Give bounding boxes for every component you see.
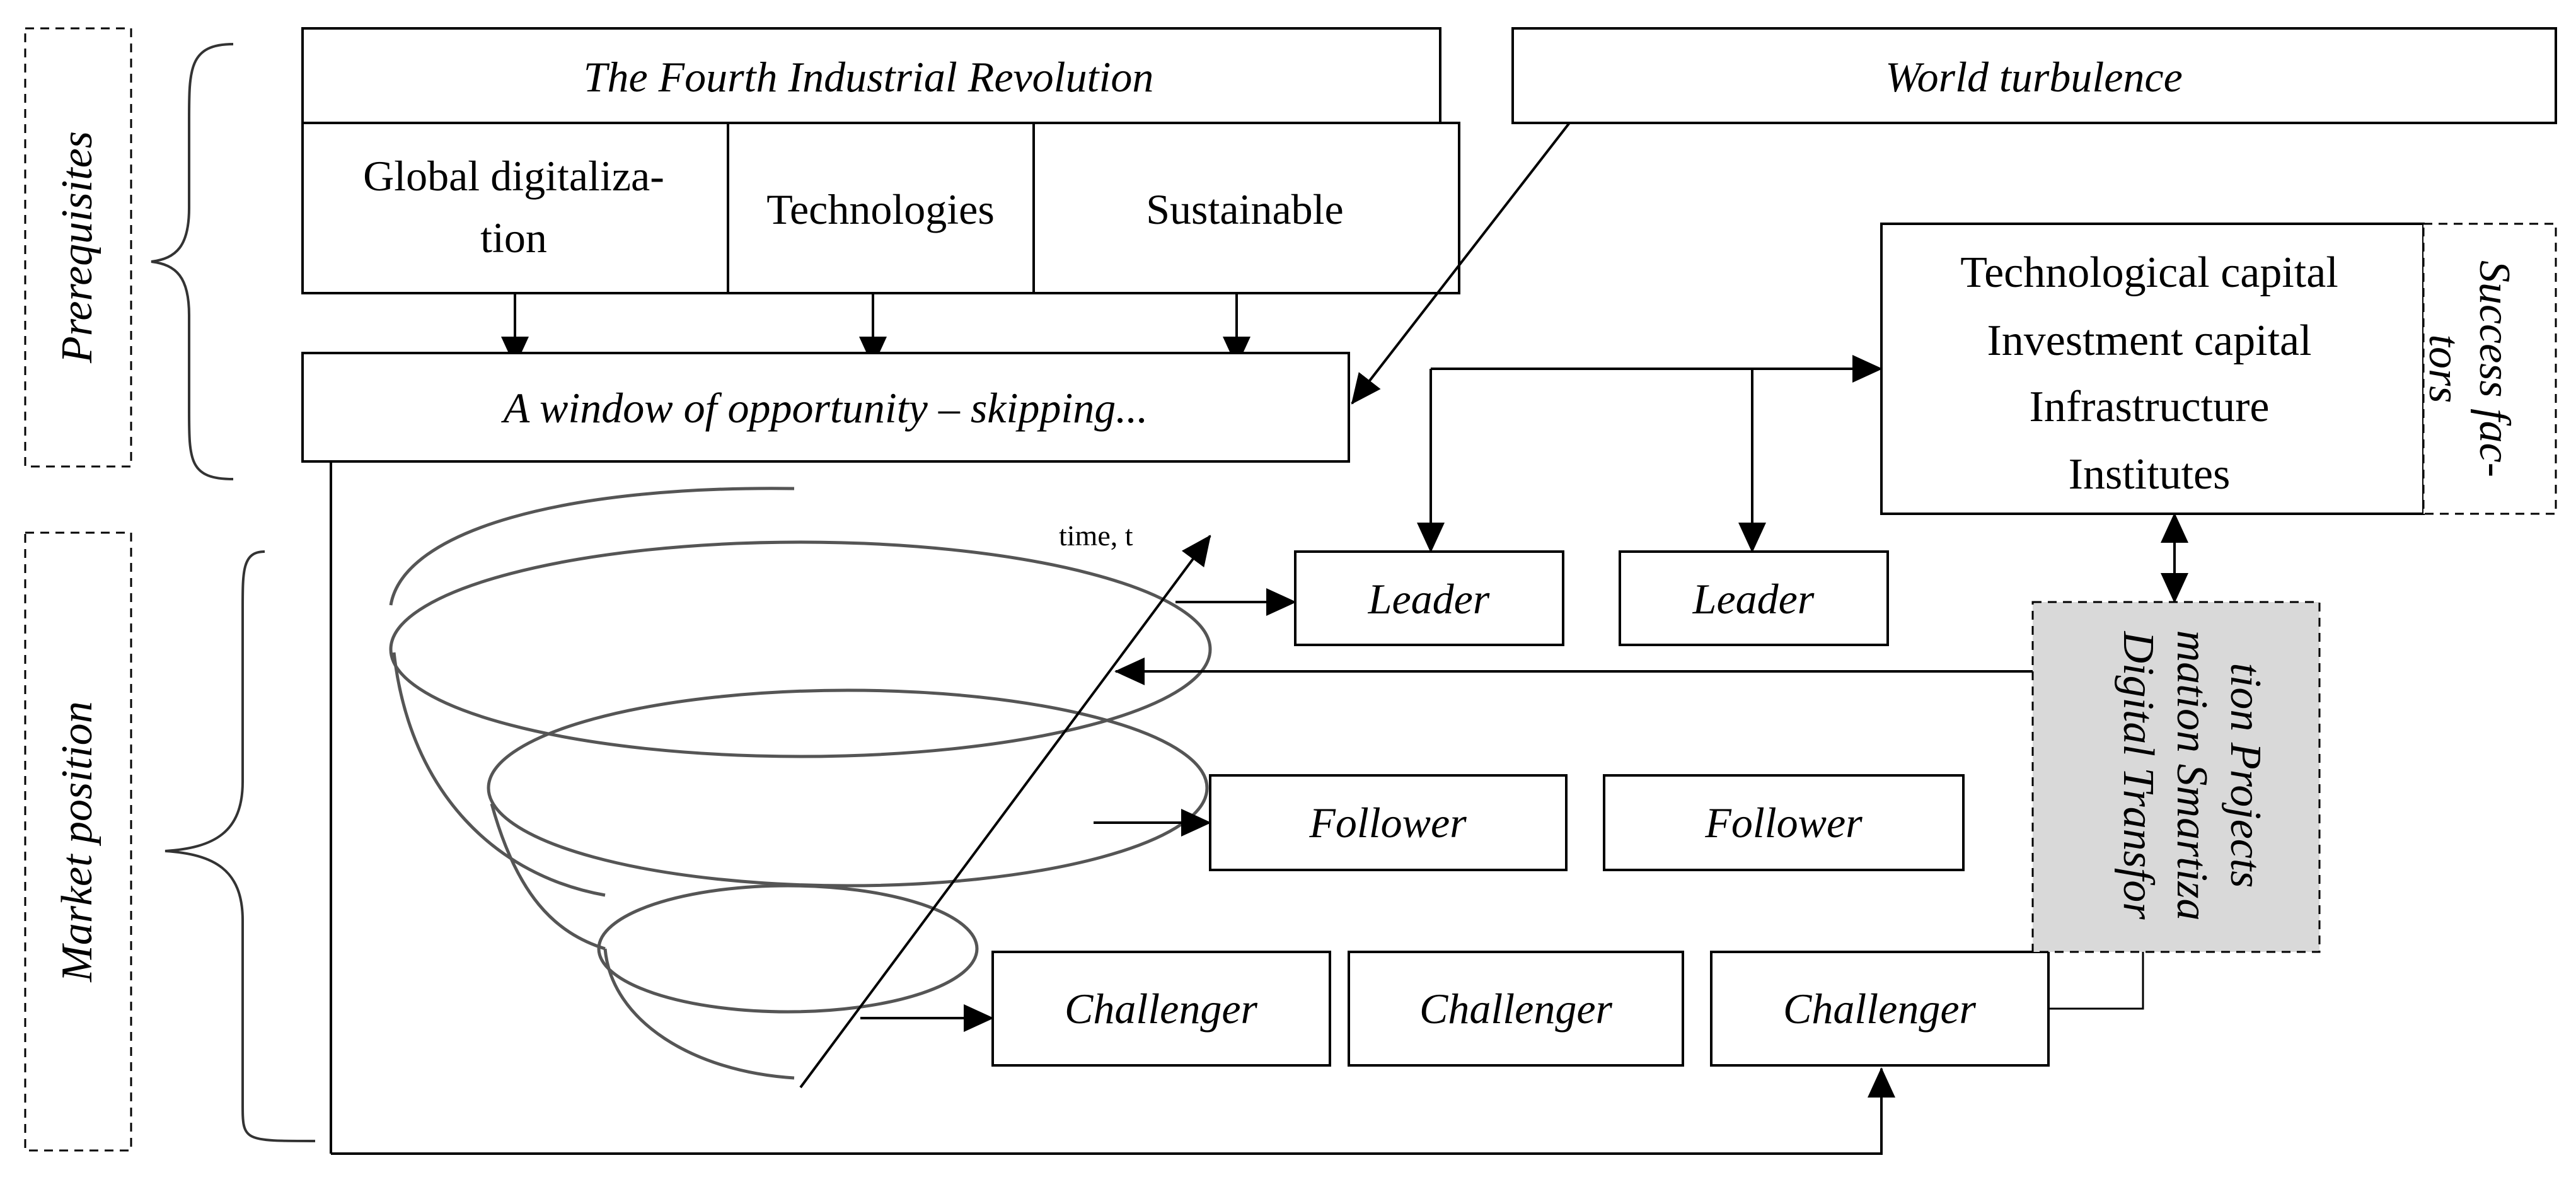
world-turbulence-label: World turbulence — [1885, 53, 2183, 101]
challenger-label-1: Challenger — [1065, 985, 1258, 1033]
success-factors-label-line2: tors — [2420, 335, 2468, 403]
capital-institutes: Institutes — [2069, 450, 2231, 499]
window-of-opportunity-box — [301, 352, 1350, 463]
market-position-brace — [165, 550, 316, 1142]
digital-transformation-line3: tion Projects — [2221, 663, 2270, 888]
world-turbulence-box — [1511, 27, 2557, 124]
fourth-revolution-title: The Fourth Industrial Revolution — [584, 53, 1154, 101]
digital-transformation-line1: Digital Transfor — [2114, 630, 2163, 920]
capital-infrastructure: Infrastructure — [2030, 383, 2270, 431]
prerequisites-brace — [151, 43, 234, 480]
leader-box-2 — [1619, 550, 1889, 646]
challenger-box-2 — [1348, 951, 1684, 1067]
challenger-to-digital-transformation-connector — [2048, 952, 2144, 1010]
arrow-bottom-to-challenger-3 — [331, 1067, 1895, 1155]
fourth-revolution-box — [301, 27, 1441, 124]
capital-investment: Investment capital — [1987, 316, 2311, 365]
success-factors-label-box — [2422, 223, 2557, 515]
challenger-box-1 — [991, 951, 1331, 1067]
follower-box-1 — [1209, 774, 1568, 871]
drivers-row — [301, 122, 1460, 294]
spiral-funnel — [389, 487, 1212, 1080]
follower-label-2: Follower — [1704, 799, 1863, 847]
arrow-turbulence-to-window — [1351, 122, 1571, 405]
prerequisites-label: Prerequisites — [53, 131, 101, 364]
global-digitalization-line1: Global digitaliza- — [363, 152, 664, 200]
window-of-opportunity-label: A window of opportunity – skipping... — [501, 384, 1148, 432]
digital-transformation-line2: mation Smartiza — [2168, 630, 2216, 921]
technologies-label: Technologies — [766, 185, 995, 233]
time-axis-label: time, t — [1059, 519, 1133, 552]
follower-box-2 — [1603, 774, 1965, 871]
follower-label-1: Follower — [1308, 799, 1467, 847]
challenger-box-3 — [1710, 951, 2050, 1067]
capital-technological: Technological capital — [1960, 248, 2338, 297]
market-position-label-box: Market position — [24, 531, 132, 1152]
digital-transformation-box — [2031, 601, 2321, 953]
leader-label-1: Leader — [1368, 575, 1490, 623]
market-position-label: Market position — [53, 701, 101, 982]
challenger-label-2: Challenger — [1419, 985, 1613, 1033]
sustainable-label: Sustainable — [1146, 185, 1344, 233]
capitals-box — [1880, 223, 2425, 515]
global-digitalization-line2: tion — [480, 214, 547, 262]
challenger-label-3: Challenger — [1783, 985, 1977, 1033]
success-factors-label-line1: Success fac- — [2470, 260, 2519, 477]
prerequisites-label-box: Prerequisites — [24, 27, 132, 468]
leader-label-2: Leader — [1692, 575, 1815, 623]
time-axis — [799, 535, 1211, 1089]
